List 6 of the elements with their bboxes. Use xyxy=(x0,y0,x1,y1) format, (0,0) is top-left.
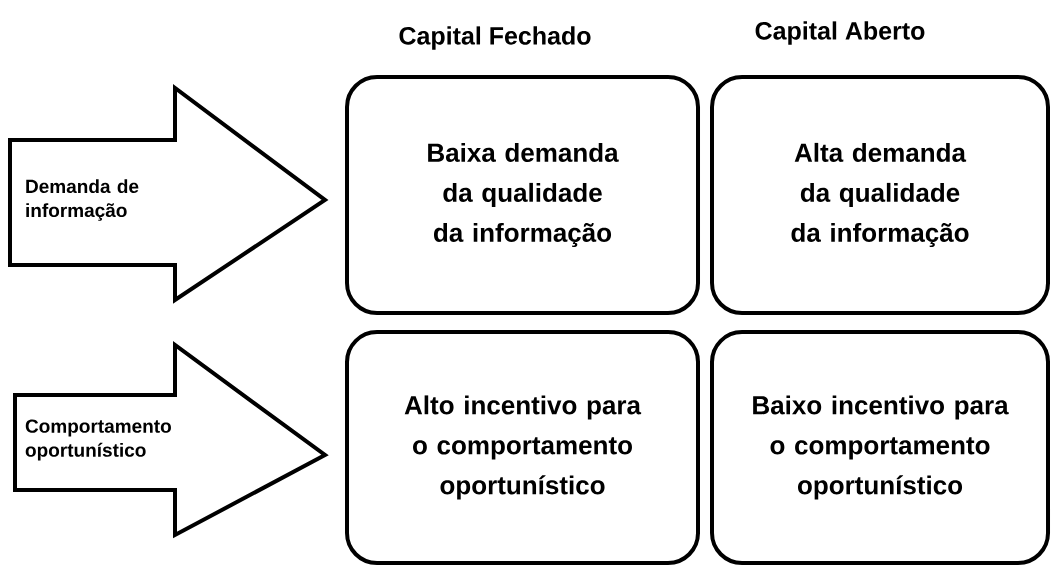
column-header: Capital Fechado xyxy=(399,26,591,50)
text-box: Alta demanda da qualidade da informação xyxy=(710,75,1050,315)
text-box: Alto incentivo para o comportamento oportunístico xyxy=(345,330,700,565)
text-box: Baixa demanda da qualidade da informação xyxy=(345,75,700,315)
column-header: Capital Aberto xyxy=(755,21,925,45)
text-box: Baixo incentivo para o comportamento oportunístico xyxy=(710,330,1050,565)
